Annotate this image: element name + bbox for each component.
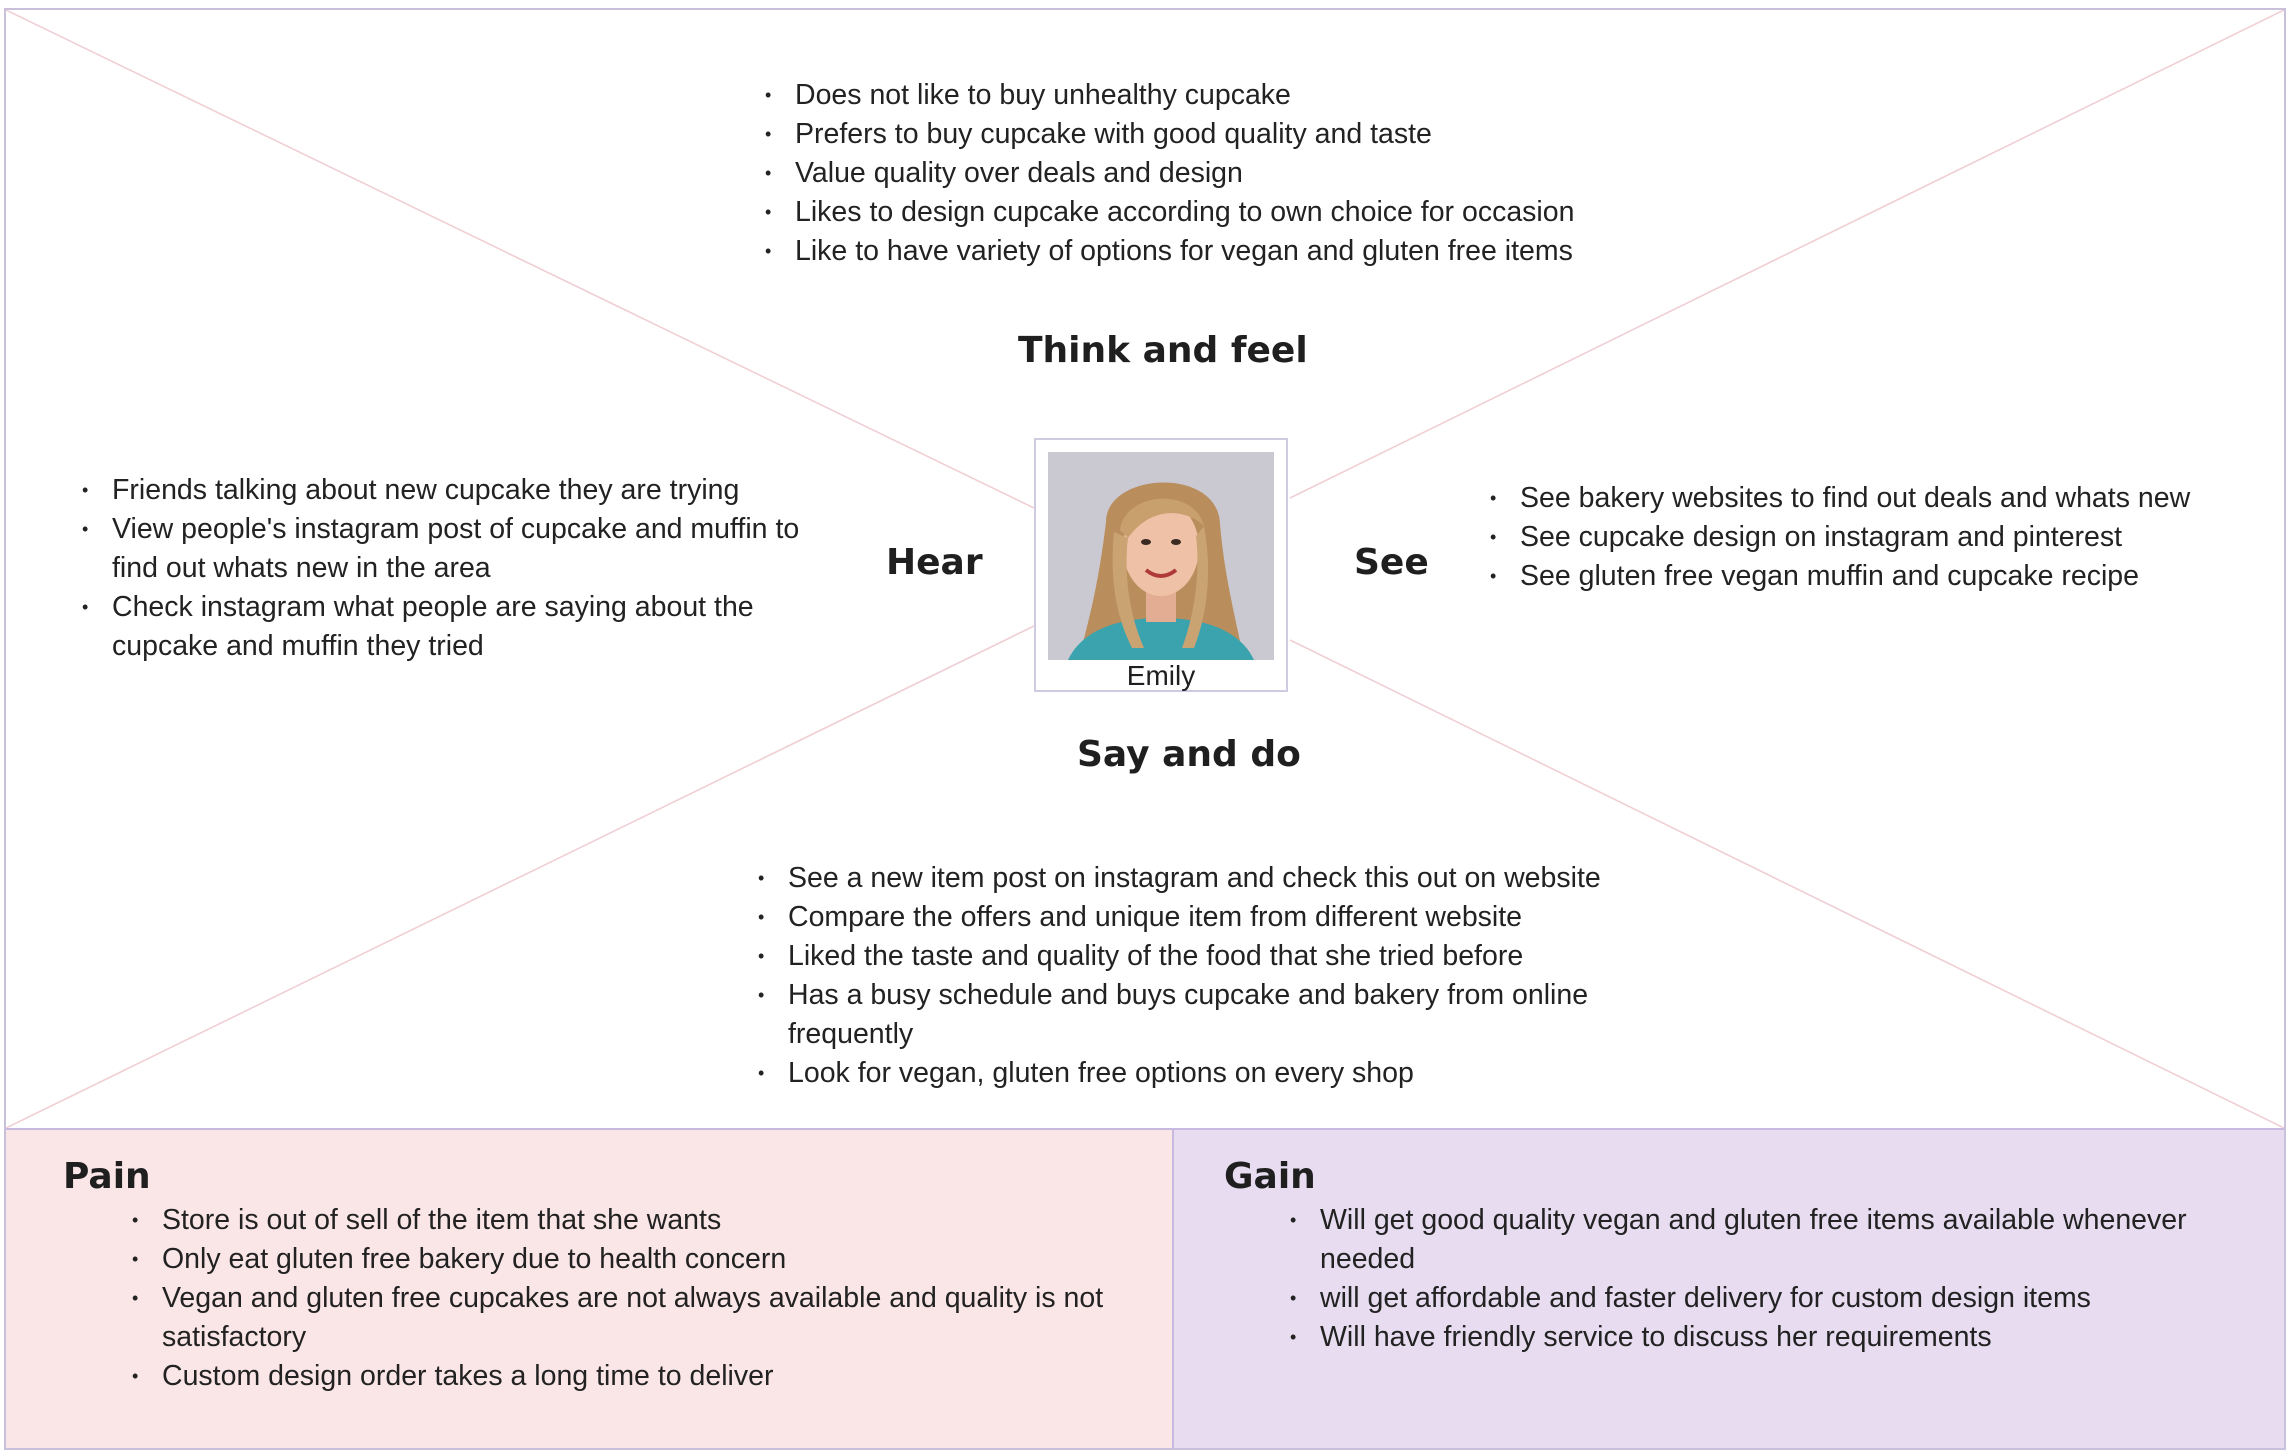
list-item: View people's instagram post of cupcake … (82, 510, 852, 588)
list-item: Value quality over deals and design (765, 154, 1655, 193)
say-do-list: See a new item post on instagram and che… (756, 859, 1648, 1093)
pain-list: Store is out of sell of the item that sh… (130, 1201, 1162, 1396)
list-item: Liked the taste and quality of the food … (758, 937, 1648, 976)
persona-portrait-icon (1048, 452, 1274, 660)
list-item: Has a busy schedule and buys cupcake and… (758, 976, 1648, 1054)
list-item: See gluten free vegan muffin and cupcake… (1490, 557, 2280, 596)
persona-card: Emily (1034, 438, 1288, 692)
list-item: Compare the offers and unique item from … (758, 898, 1648, 937)
list-item: Look for vegan, gluten free options on e… (758, 1054, 1648, 1093)
list-item: See bakery websites to find out deals an… (1490, 479, 2280, 518)
diagonal-line-top-left (6, 10, 1035, 509)
gain-list: Will get good quality vegan and gluten f… (1288, 1201, 2240, 1357)
see-title: See (1354, 542, 1429, 583)
list-item: Only eat gluten free bakery due to healt… (132, 1240, 1162, 1279)
list-item: Vegan and gluten free cupcakes are not a… (132, 1279, 1162, 1357)
persona-name: Emily (1126, 660, 1196, 691)
diagonal-line-bottom-left (6, 625, 1035, 1128)
list-item: will get affordable and faster delivery … (1290, 1279, 2240, 1318)
avatar (1048, 452, 1274, 660)
list-item: See cupcake design on instagram and pint… (1490, 518, 2280, 557)
think-feel-title: Think and feel (1018, 330, 1308, 371)
hear-title: Hear (886, 542, 983, 583)
list-item: Does not like to buy unhealthy cupcake (765, 76, 1655, 115)
say-do-title: Say and do (1077, 734, 1301, 775)
see-list: See bakery websites to find out deals an… (1488, 479, 2280, 596)
list-item: Like to have variety of options for vega… (765, 232, 1655, 271)
hear-list: Friends talking about new cupcake they a… (80, 471, 852, 666)
list-item: Store is out of sell of the item that sh… (132, 1201, 1162, 1240)
list-item: Likes to design cupcake according to own… (765, 193, 1655, 232)
list-item: Prefers to buy cupcake with good quality… (765, 115, 1655, 154)
list-item: Will have friendly service to discuss he… (1290, 1318, 2240, 1357)
gain-title: Gain (1224, 1156, 1316, 1197)
list-item: Check instagram what people are saying a… (82, 588, 852, 666)
quadrant-divider-lines (6, 10, 2284, 1128)
pain-title: Pain (63, 1156, 151, 1197)
pain-panel: Pain Store is out of sell of the item th… (6, 1128, 1174, 1448)
list-item: Will get good quality vegan and gluten f… (1290, 1201, 2240, 1279)
list-item: Custom design order takes a long time to… (132, 1357, 1162, 1396)
think-feel-list: Does not like to buy unhealthy cupcake P… (763, 76, 1655, 271)
diagonal-line-top-right (1289, 10, 2284, 499)
list-item: See a new item post on instagram and che… (758, 859, 1648, 898)
gain-panel: Gain Will get good quality vegan and glu… (1174, 1128, 2284, 1448)
list-item: Friends talking about new cupcake they a… (82, 471, 852, 510)
diagonal-line-bottom-right (1289, 639, 2284, 1128)
